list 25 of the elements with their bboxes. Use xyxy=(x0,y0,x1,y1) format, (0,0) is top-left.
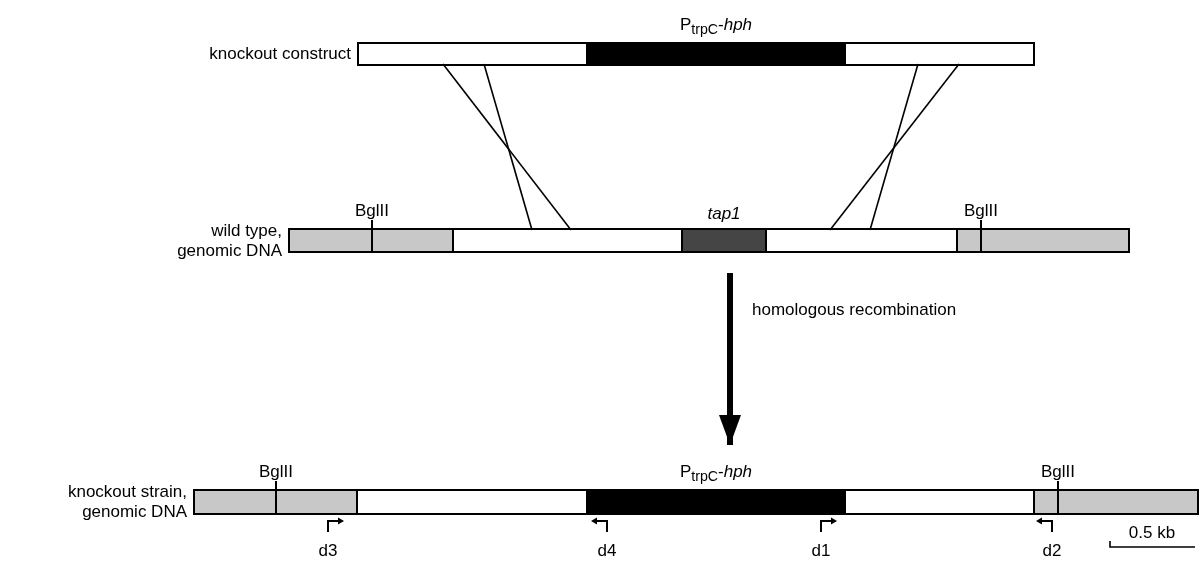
dna-segment xyxy=(766,230,957,251)
row-label: knockout construct xyxy=(209,43,351,65)
gene-label: P$_{trpC}$-hph xyxy=(679,14,753,38)
edge-label: homologous recombination xyxy=(752,300,957,321)
primer-label: d1 xyxy=(811,541,831,562)
primer-label: d4 xyxy=(597,541,617,562)
restriction-site-label: BglII xyxy=(1041,461,1075,482)
primer-label: d2 xyxy=(1042,541,1062,562)
row-label: knockout strain, genomic DNA xyxy=(66,481,187,523)
row-label: wild type, genomic DNA xyxy=(176,220,282,261)
dna-segment xyxy=(845,491,1034,513)
arrow xyxy=(719,273,741,445)
gene-label: P$_{trpC}$-hph xyxy=(679,461,753,485)
crossover-line xyxy=(483,63,533,231)
dna-segment xyxy=(453,230,682,251)
dna-segment xyxy=(357,491,587,513)
restriction-site-label: BglII xyxy=(259,461,293,482)
crossover-line xyxy=(829,63,960,231)
crossover-line xyxy=(442,63,572,231)
restriction-site-label: BglII xyxy=(355,200,389,221)
scale-label: 0.5 kb xyxy=(1128,523,1176,544)
primer-label: d3 xyxy=(318,541,338,562)
restriction-site-label: BglII xyxy=(964,200,998,221)
gene-label: tap1 xyxy=(707,203,741,224)
crossover-line xyxy=(869,63,919,231)
